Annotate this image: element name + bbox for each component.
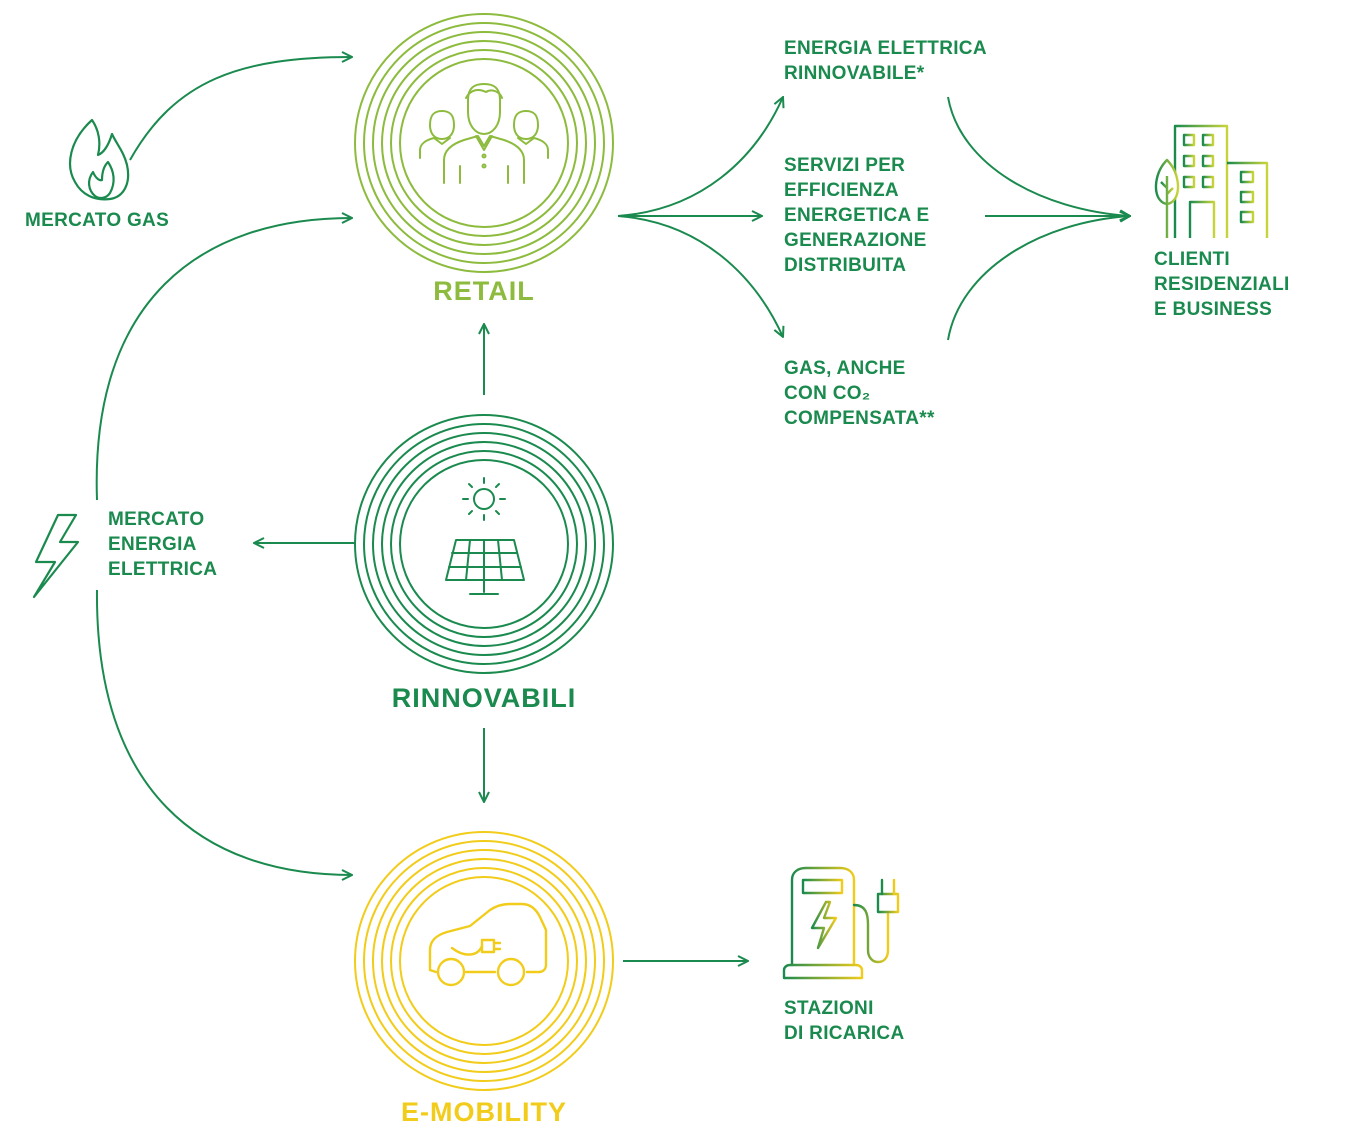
flame-icon	[68, 118, 130, 201]
retail-ring-2	[363, 22, 605, 264]
electric-market-label: MERCATO ENERGIA ELETTRICA	[108, 509, 218, 580]
rinnovabili-ring-5	[390, 450, 578, 638]
retail-ring-3	[372, 31, 596, 255]
gas-market-label: MERCATO GAS	[25, 210, 170, 231]
retail-ring-6	[399, 58, 569, 228]
building-tree-icon	[1154, 124, 1270, 240]
retail-title: RETAIL	[433, 276, 535, 306]
emobility-title: E-MOBILITY	[401, 1097, 567, 1127]
retail-ring-5	[390, 49, 578, 237]
emobility-hub-rings	[354, 831, 614, 1091]
charging-station-icon	[782, 866, 900, 980]
retail-ring-4	[381, 40, 587, 246]
arrow-gas-to-clients	[947, 216, 1130, 341]
emobility-ring-5	[390, 867, 578, 1055]
arrow-gas-to-retail	[129, 57, 352, 161]
rinnovabili-ring-6	[399, 459, 569, 629]
arrow-electric-to-emobility	[95, 589, 352, 875]
emobility-ring-6	[399, 876, 569, 1046]
emobility-ring-1	[354, 831, 614, 1091]
rinnovabili-ring-4	[381, 441, 587, 647]
rinnovabili-title: RINNOVABILI	[391, 683, 577, 713]
lightning-icon	[32, 513, 80, 599]
stations-label: STAZIONI DI RICARICA	[784, 998, 905, 1044]
emobility-ring-2	[363, 840, 605, 1082]
offer-energia-label: ENERGIA ELETTRICA RINNOVABILE*	[784, 38, 987, 84]
retail-hub-rings	[354, 13, 614, 273]
rinnovabili-hub-rings	[354, 414, 614, 674]
arrow-retail-to-energia	[617, 97, 783, 217]
clients-label: CLIENTI RESIDENZIALI E BUSINESS	[1154, 249, 1290, 320]
retail-ring-1	[354, 13, 614, 273]
solar-panel-icon	[445, 477, 525, 595]
rinnovabili-ring-2	[363, 423, 605, 665]
electric-car-icon	[428, 902, 548, 987]
arrow-energia-to-clients	[947, 96, 1130, 216]
rinnovabili-ring-3	[372, 432, 596, 656]
people-icon	[419, 83, 549, 184]
offer-servizi-label: SERVIZI PER EFFICIENZA ENERGETICA E GENE…	[784, 155, 930, 276]
arrow-electric-to-retail	[95, 218, 352, 501]
emobility-ring-3	[372, 849, 596, 1073]
offer-gas-label: GAS, ANCHE CON CO₂ COMPENSATA**	[784, 358, 935, 429]
arrow-retail-to-gas	[617, 215, 783, 337]
emobility-ring-4	[381, 858, 587, 1064]
